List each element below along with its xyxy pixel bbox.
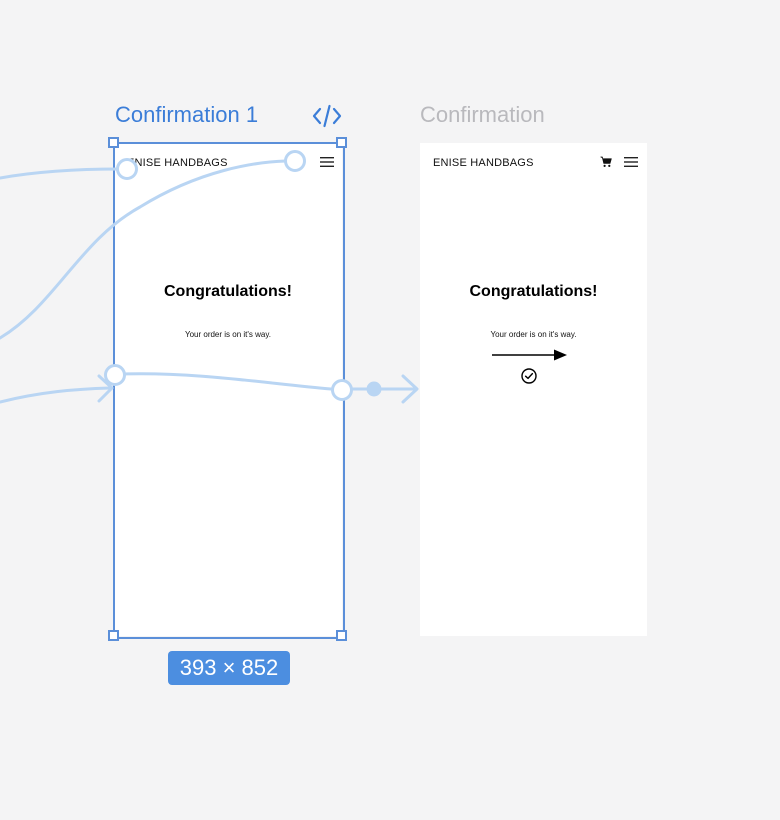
check-circle-icon [521, 368, 537, 384]
code-icon[interactable] [312, 103, 342, 129]
order-status-text: Your order is on it's way. [184, 330, 271, 339]
resize-handle-bottom-left[interactable] [108, 630, 119, 641]
resize-handle-bottom-right[interactable] [336, 630, 347, 641]
hamburger-menu-icon[interactable] [320, 156, 334, 168]
order-status-text: Your order is on it's way. [490, 330, 577, 339]
brand-logo-text: ENISE HANDBAGS [127, 157, 228, 169]
arrow-right-icon [492, 349, 567, 361]
prototype-link-node[interactable] [116, 158, 138, 180]
prototype-link [0, 167, 122, 180]
resize-handle-top-left[interactable] [108, 137, 119, 148]
shopping-cart-icon[interactable] [600, 156, 612, 168]
frame-title-confirmation[interactable]: Confirmation [420, 102, 545, 127]
brand-logo-text: ENISE HANDBAGS [433, 157, 534, 169]
prototype-link-node[interactable] [331, 379, 353, 401]
prototype-link-dot[interactable] [366, 381, 382, 397]
arrow-head [401, 374, 419, 404]
prototype-link-node[interactable] [284, 150, 306, 172]
frame-title-confirmation-1[interactable]: Confirmation 1 [115, 102, 259, 127]
congratulations-heading: Congratulations! [469, 283, 598, 300]
artboard-confirmation-1[interactable]: ENISE HANDBAGS Congratulations! Your ord… [114, 143, 342, 636]
resize-handle-top-right[interactable] [336, 137, 347, 148]
prototype-link-node[interactable] [104, 364, 126, 386]
congratulations-heading: Congratulations! [164, 283, 292, 300]
hamburger-menu-icon[interactable] [624, 156, 638, 168]
artboard-confirmation[interactable]: ENISE HANDBAGS Congratulations! Your ord… [420, 143, 647, 636]
prototype-link [0, 386, 112, 404]
dimensions-badge: 393 × 852 [168, 651, 290, 685]
